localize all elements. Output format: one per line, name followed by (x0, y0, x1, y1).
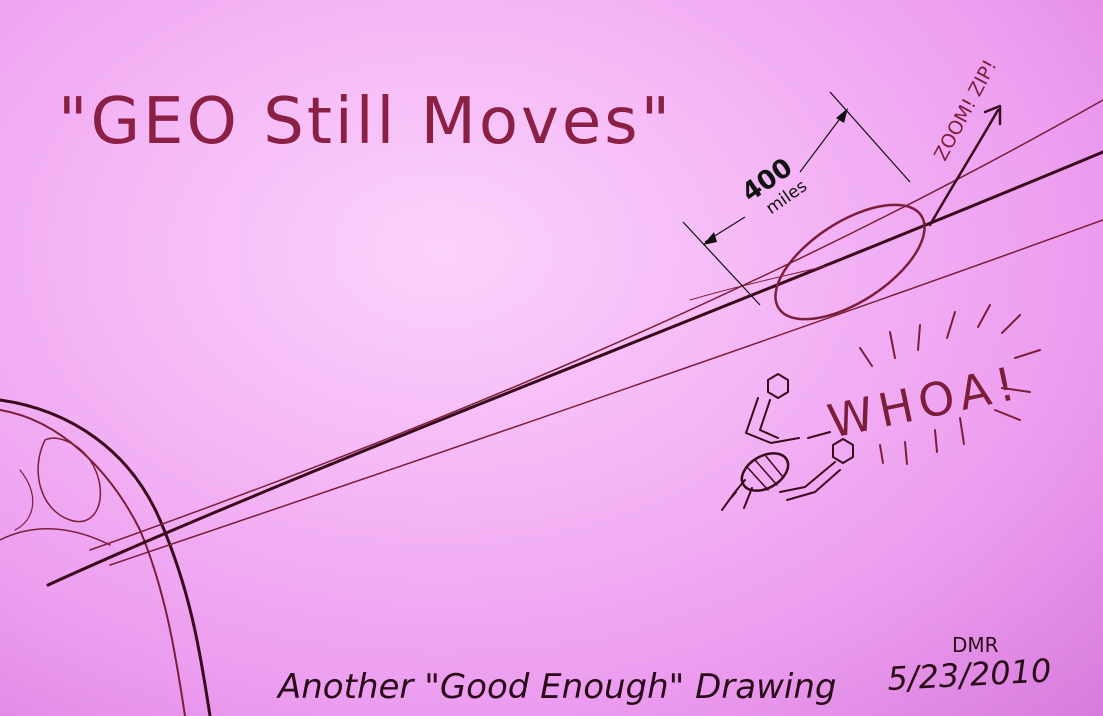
footer-caption: Another "Good Enough" Drawing (276, 667, 837, 707)
shock-lines (859, 304, 1041, 465)
astronaut-figure (721, 373, 854, 511)
distance-dimension (682, 91, 911, 306)
motion-arrow (928, 104, 1002, 227)
signature-date: 5/23/2010 (886, 651, 1052, 698)
drawing-title: "GEO Still Moves" (58, 85, 673, 159)
signature-initials: DMR (952, 633, 999, 657)
exclamation-text: WHOA! (823, 355, 1025, 448)
orbit-lines (46, 99, 1103, 587)
earth-limb (0, 398, 212, 716)
satellite-orbit-loop (774, 203, 926, 321)
